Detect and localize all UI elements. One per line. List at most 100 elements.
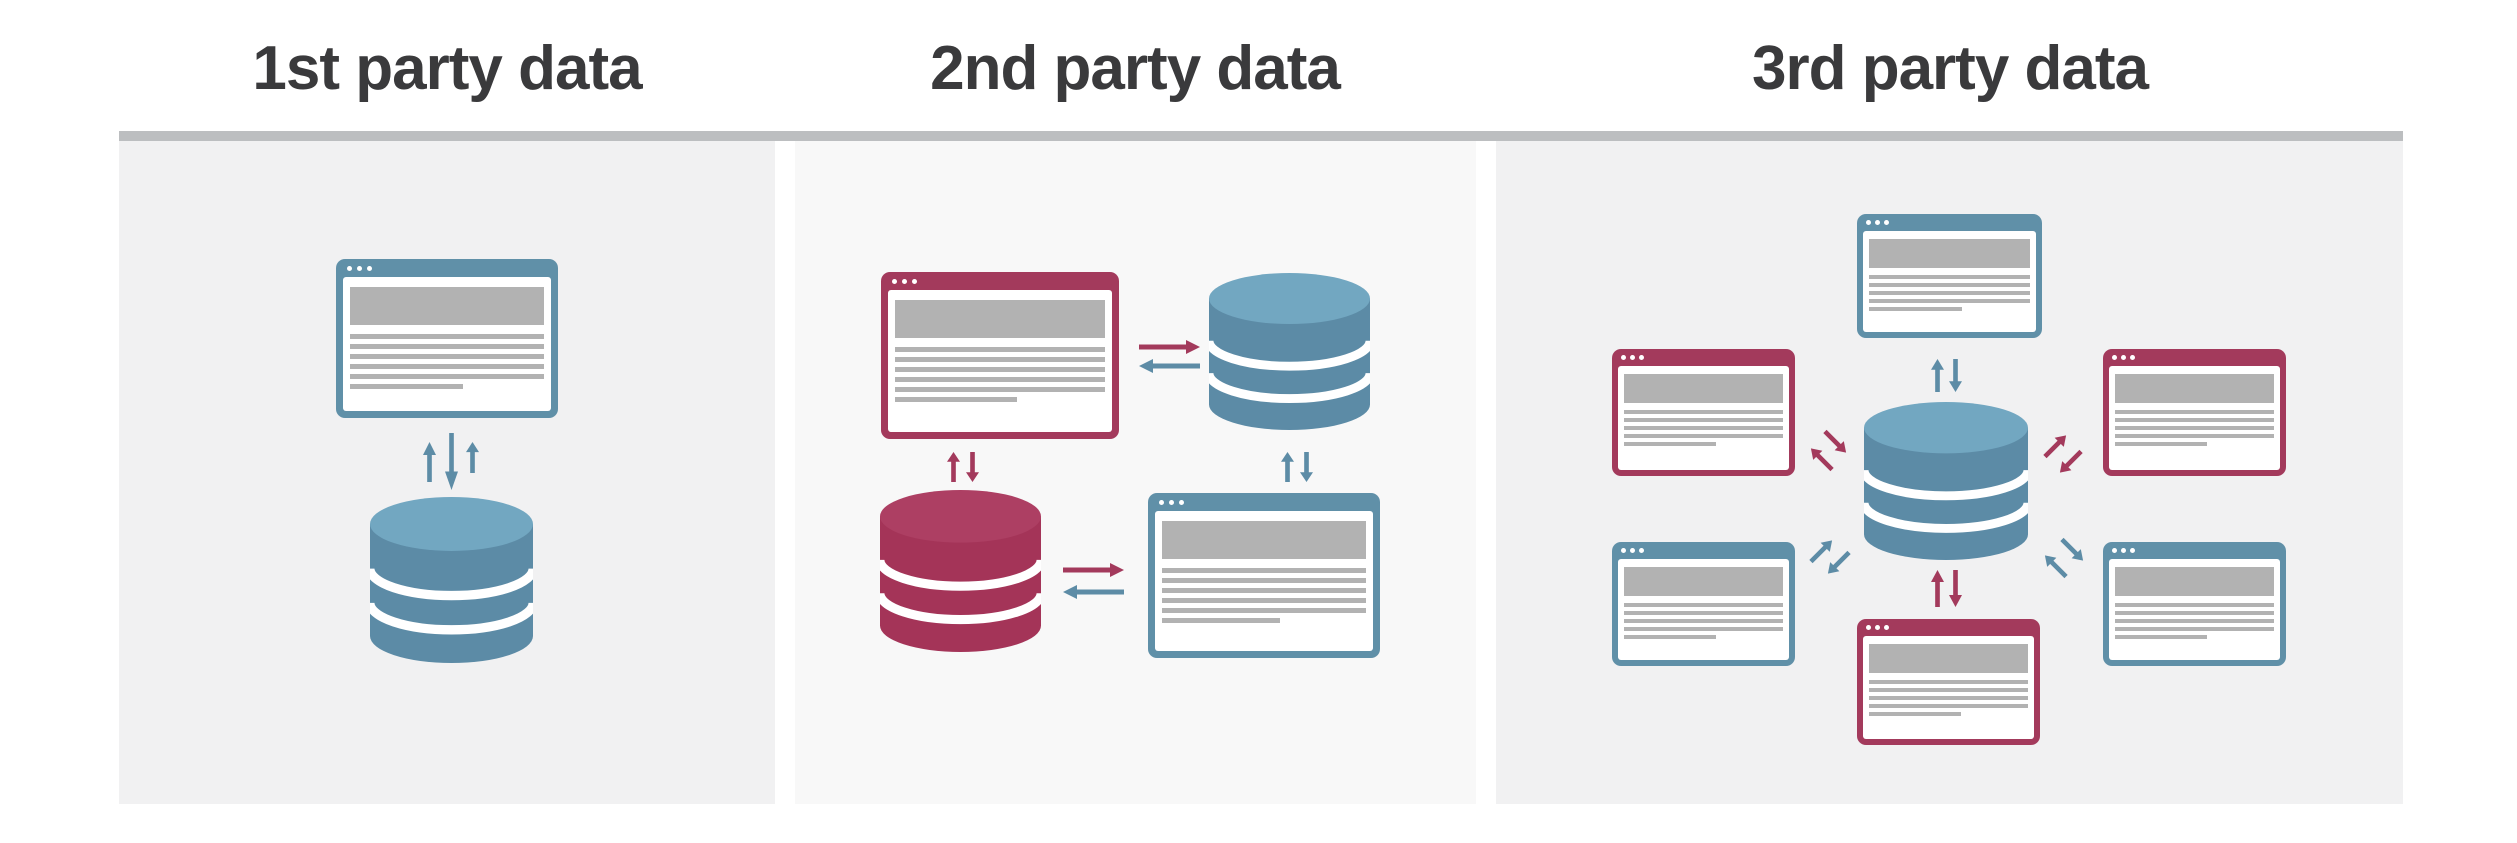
window-control-dot [2130, 355, 2135, 360]
window-control-dot [2130, 548, 2135, 553]
text-line-placeholder [2115, 635, 2208, 639]
window-control-dot [892, 278, 897, 284]
text-line-placeholder [895, 357, 1105, 362]
page-content [1863, 231, 2036, 332]
image-placeholder [1624, 374, 1783, 403]
page-content [1618, 559, 1789, 660]
text-line-placeholder [1869, 680, 2028, 684]
window-control-dot [1884, 220, 1889, 225]
window-titlebar [1148, 493, 1380, 511]
arrow-down-icon [1949, 359, 1962, 392]
browser-window-icon [2103, 542, 2286, 666]
arrow-down-left-icon [2055, 447, 2085, 477]
divider-bar [119, 131, 2403, 141]
text-line-placeholder [2115, 418, 2274, 422]
text-line-placeholder [350, 354, 544, 359]
window-control-dot [1639, 548, 1644, 553]
window-titlebar [2103, 349, 2286, 366]
page-content [2109, 559, 2280, 660]
window-titlebar [881, 272, 1119, 290]
text-line-placeholder [2115, 619, 2274, 623]
browser-window-icon [881, 272, 1119, 439]
text-line-placeholder [350, 384, 463, 389]
window-control-dot [357, 265, 362, 271]
arrow-down-icon [1949, 570, 1962, 607]
page-content [1863, 636, 2034, 739]
arrow-up-icon [1931, 570, 1944, 607]
text-line-placeholder [2115, 434, 2274, 438]
browser-window-icon [1148, 493, 1380, 658]
text-line-placeholder [1869, 688, 2028, 692]
image-placeholder [1162, 521, 1366, 559]
text-line-placeholder [1869, 291, 2030, 295]
panel-title-2nd-party: 2nd party data [930, 34, 1341, 103]
browser-window-icon [1857, 214, 2042, 338]
panel-second-party-data [795, 141, 1476, 804]
arrow-left-icon [1063, 585, 1124, 599]
page-content [343, 277, 551, 411]
window-titlebar [1612, 542, 1795, 559]
browser-window-icon [1612, 349, 1795, 476]
window-control-dot [2121, 548, 2126, 553]
text-line-placeholder [1624, 442, 1717, 446]
window-control-dot [2112, 355, 2117, 360]
text-line-placeholder [2115, 627, 2274, 631]
window-control-dot [1639, 355, 1644, 360]
window-titlebar [1857, 619, 2040, 636]
panel-first-party-data [119, 141, 775, 804]
text-line-placeholder [1869, 704, 2028, 708]
text-line-placeholder [350, 364, 544, 369]
image-placeholder [1624, 567, 1783, 596]
window-control-dot [912, 278, 917, 284]
text-line-placeholder [895, 377, 1105, 382]
text-line-placeholder [1624, 627, 1783, 631]
window-control-dot [1875, 625, 1880, 630]
window-control-dot [1621, 355, 1626, 360]
window-control-dot [347, 265, 352, 271]
text-line-placeholder [2115, 611, 2274, 615]
text-line-placeholder [1869, 307, 1963, 311]
arrow-down-icon [1300, 452, 1313, 482]
text-line-placeholder [1624, 603, 1783, 607]
database-icon [1864, 402, 2028, 560]
arrow-up-right-icon [2040, 431, 2070, 461]
text-line-placeholder [895, 347, 1105, 352]
text-line-placeholder [1869, 283, 2030, 287]
text-line-placeholder [350, 344, 544, 349]
text-line-placeholder [1624, 619, 1783, 623]
text-line-placeholder [1624, 434, 1783, 438]
image-placeholder [2115, 374, 2274, 403]
arrow-down-icon [445, 433, 458, 490]
page-content [888, 290, 1112, 432]
browser-window-icon [1857, 619, 2040, 745]
text-line-placeholder [2115, 410, 2274, 414]
text-line-placeholder [1162, 578, 1366, 583]
window-control-dot [1159, 499, 1164, 505]
window-control-dot [1875, 220, 1880, 225]
image-placeholder [1869, 239, 2030, 268]
window-control-dot [1866, 625, 1871, 630]
text-line-placeholder [1869, 299, 2030, 303]
window-titlebar [2103, 542, 2286, 559]
text-line-placeholder [1624, 611, 1783, 615]
text-line-placeholder [1162, 568, 1366, 573]
window-titlebar [1857, 214, 2042, 231]
window-control-dot [1866, 220, 1871, 225]
text-line-placeholder [1869, 712, 1962, 716]
text-line-placeholder [2115, 442, 2208, 446]
window-control-dot [902, 278, 907, 284]
database-icon [1209, 273, 1370, 430]
window-control-dot [1621, 548, 1626, 553]
window-control-dot [1630, 548, 1635, 553]
image-placeholder [2115, 567, 2274, 596]
text-line-placeholder [350, 334, 544, 339]
panel-title-1st-party: 1st party data [252, 34, 642, 103]
arrow-up-icon [1931, 359, 1944, 392]
arrow-up-icon [947, 452, 960, 482]
arrow-up-icon [423, 442, 436, 482]
arrow-down-right-icon [2057, 535, 2087, 565]
text-line-placeholder [895, 367, 1105, 372]
window-control-dot [1179, 499, 1184, 505]
window-control-dot [1169, 499, 1174, 505]
text-line-placeholder [1624, 635, 1717, 639]
